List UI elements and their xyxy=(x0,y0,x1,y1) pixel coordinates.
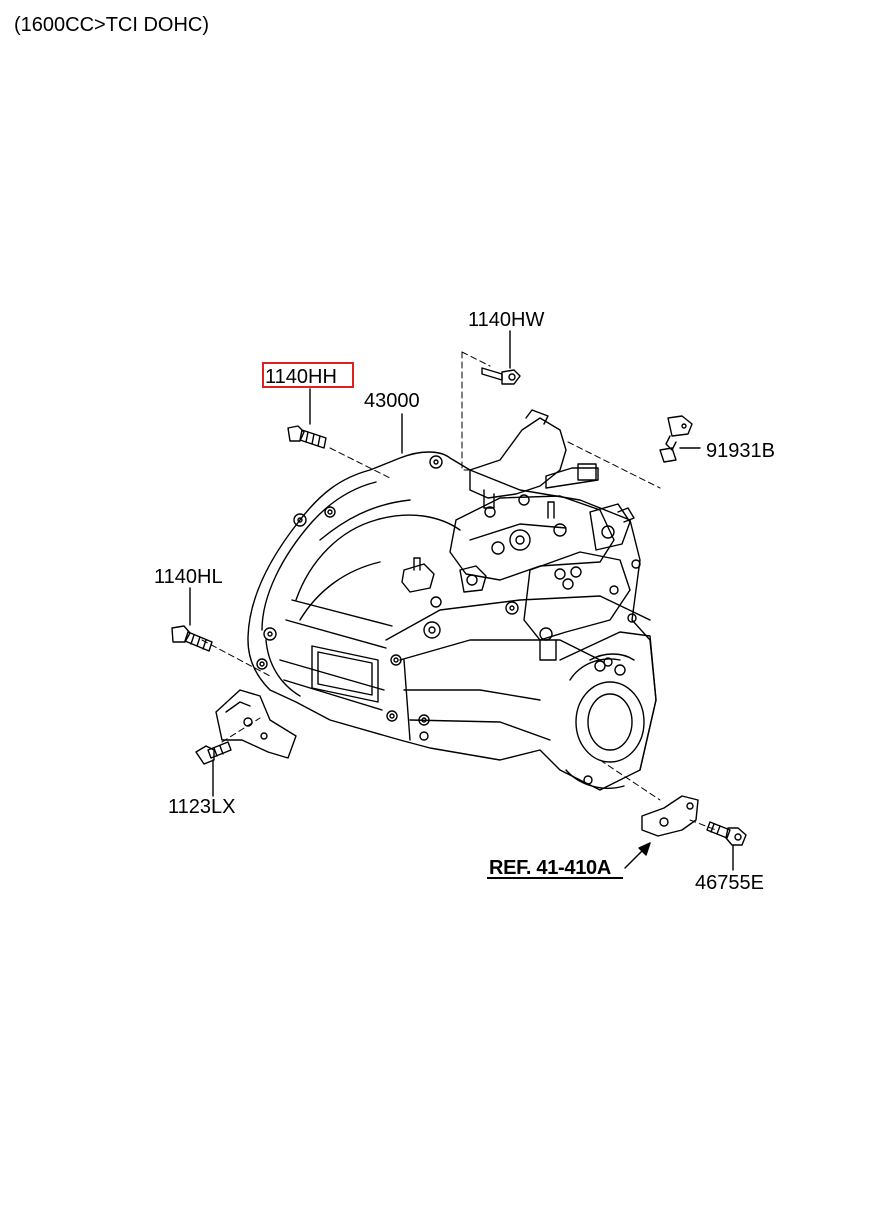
bolt-1140HL-icon xyxy=(171,625,213,652)
part-label-1140HL: 1140HL xyxy=(154,566,223,588)
bolt-1140HW-icon xyxy=(481,367,521,385)
bolt-1123LX-icon xyxy=(195,741,232,765)
leader-lines xyxy=(189,330,734,871)
bracket-right-icon xyxy=(641,795,699,837)
highlight-box xyxy=(262,362,354,388)
part-label-43000: 43000 xyxy=(364,390,420,412)
part-label-1140HW: 1140HW xyxy=(468,309,545,331)
sensor-91931B-icon xyxy=(659,415,693,463)
transmission-housing xyxy=(247,409,657,791)
bolt-46755E-icon xyxy=(706,821,747,846)
part-label-1123LX: 1123LX xyxy=(168,796,236,818)
part-label-46755E: 46755E xyxy=(695,872,764,894)
reference-arrow-icon xyxy=(638,842,651,856)
reference-label: REF. 41-410A xyxy=(489,857,612,879)
reference-underline xyxy=(487,877,623,879)
dashed-assembly-lines xyxy=(201,351,717,831)
bracket-left-icon xyxy=(215,689,297,759)
diagram-header: (1600CC>TCI DOHC) xyxy=(14,14,210,36)
part-label-1140HH: 1140HH xyxy=(265,366,337,388)
bolt-1140HH-icon xyxy=(287,425,327,449)
part-label-91931B: 91931B xyxy=(706,440,775,462)
